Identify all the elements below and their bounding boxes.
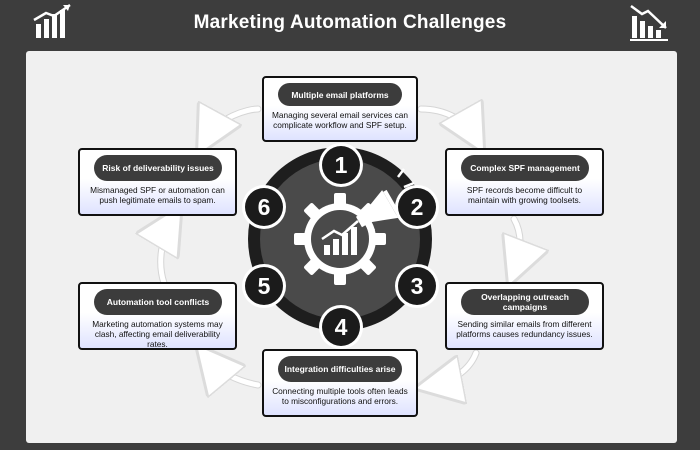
decline-chart-icon [630,4,668,41]
step-title-2: Complex SPF management [461,155,589,181]
step-description-6: Mismanaged SPF or automation can push le… [90,185,225,205]
gear-megaphone-chart-icon [294,168,417,285]
step-description-5: Marketing automation systems may clash, … [92,319,223,349]
flow-arrow [429,349,480,389]
growth-chart-icon [33,3,71,38]
step-number-6: 6 [245,188,283,226]
step-title-6: Risk of deliverability issues [94,155,222,181]
step-number-3: 3 [398,267,436,305]
step-card-5: Automation tool conflicts Marketing auto… [78,282,237,350]
step-title-5: Automation tool conflicts [94,289,222,315]
diagram-panel: 1 2 3 4 5 6 Multiple email platforms Man… [26,51,677,443]
cycle-diagram [26,51,677,443]
step-number-2: 2 [398,188,436,226]
step-card-6: Risk of deliverability issues Mismanaged… [78,148,237,216]
step-card-3: Overlapping outreach campaigns Sending s… [445,282,604,350]
step-description-1: Managing several email services can comp… [271,110,409,130]
step-card-4: Integration difficulties arise Connectin… [262,349,418,417]
step-card-1: Multiple email platforms Managing severa… [262,76,418,142]
step-description-3: Sending similar emails from different pl… [456,319,593,339]
step-number-1: 1 [322,146,360,184]
step-card-2: Complex SPF management SPF records becom… [445,148,604,216]
page-title: Marketing Automation Challenges [193,12,507,33]
step-description-4: Connecting multiple tools often leads to… [272,386,408,406]
step-number-5: 5 [245,267,283,305]
step-number-4: 4 [322,308,360,346]
step-title-1: Multiple email platforms [278,83,402,106]
step-title-4: Integration difficulties arise [278,356,402,382]
step-description-2: SPF records become difficult to maintain… [466,185,583,205]
step-title-3: Overlapping outreach campaigns [461,289,589,315]
